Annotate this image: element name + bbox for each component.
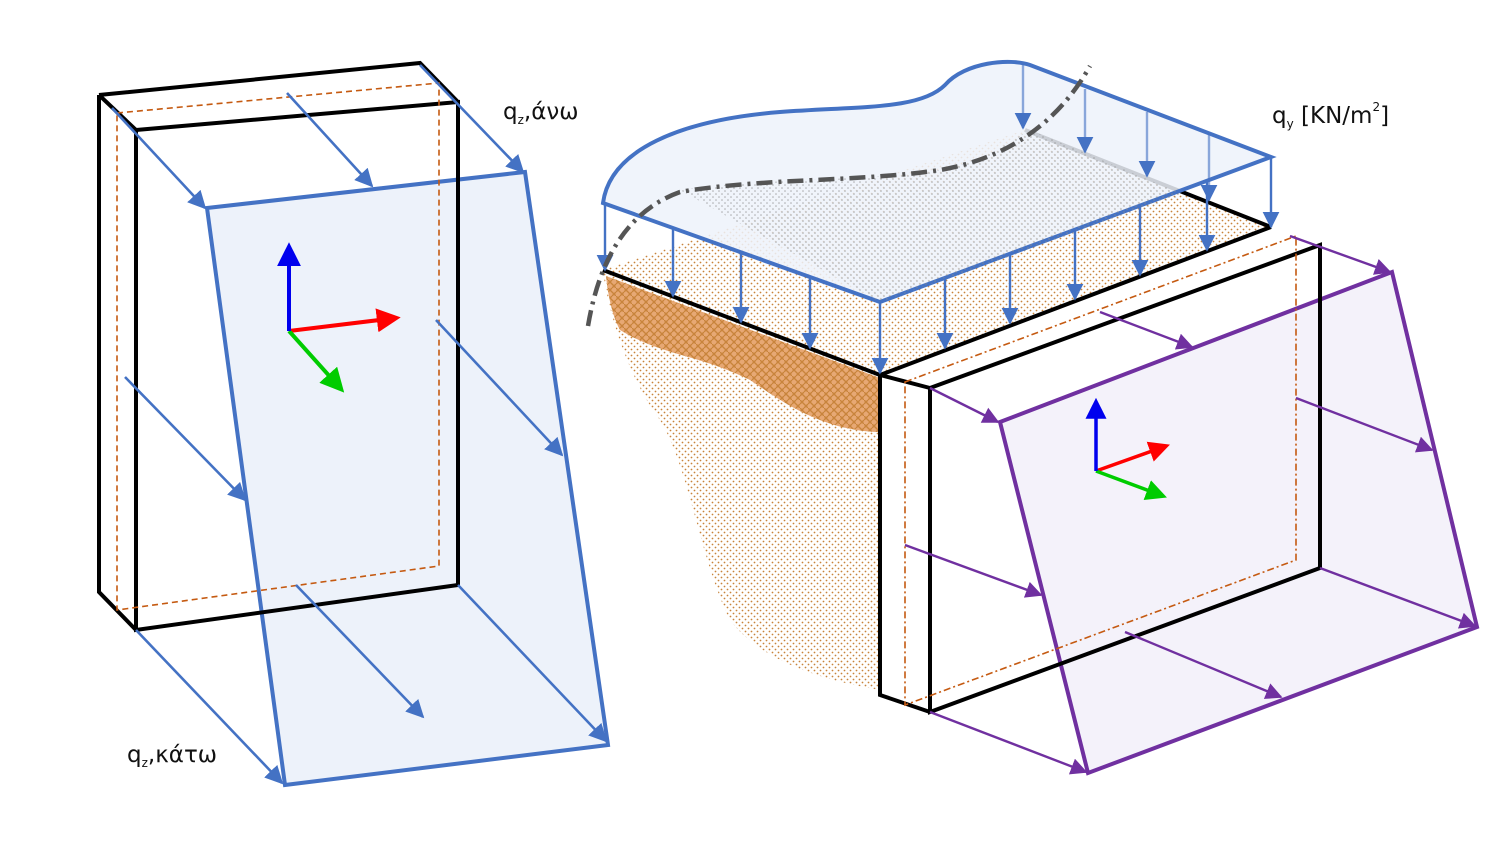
label-subscript: z	[141, 756, 148, 770]
left-load-trapezoid	[204, 169, 611, 788]
axis-y-arrow	[1095, 469, 1167, 500]
boundary-dash-dot-line	[585, 64, 1092, 327]
right-load-arrows	[904, 234, 1477, 775]
left-axes	[277, 242, 401, 393]
load-arrow	[1295, 396, 1434, 453]
label-subscript: z	[517, 113, 524, 127]
right-structure-group	[585, 59, 1480, 776]
label-superscript: 2	[1372, 100, 1381, 114]
right-wall-side-face	[880, 375, 930, 712]
label-text: [KN/m	[1293, 103, 1373, 129]
axis-y-arrow	[287, 329, 345, 393]
label-symbol: q	[503, 99, 518, 125]
soil-hatched-area	[606, 276, 880, 432]
label-symbol: q	[1272, 103, 1287, 129]
load-arrow	[1289, 234, 1392, 275]
label-qy: qy [KN/m2]	[1272, 101, 1389, 130]
load-arrow	[457, 584, 608, 743]
label-text: ,άνω	[523, 99, 579, 125]
axis-x-arrow	[1095, 441, 1170, 473]
left-load-arrows	[111, 64, 608, 785]
label-qz-bottom: qz,κάτω	[127, 742, 218, 770]
load-arrow	[929, 386, 1000, 424]
load-arrow	[295, 584, 425, 719]
label-qz-top: qz,άνω	[503, 99, 579, 127]
right-axes	[1085, 397, 1170, 500]
label-subscript: y	[1286, 117, 1294, 131]
label-tail: ]	[1380, 103, 1390, 129]
axis-x-arrow	[288, 308, 401, 333]
load-arrow	[435, 319, 564, 457]
right-load-trapezoid	[997, 269, 1480, 776]
right-wall-side-edges	[878, 375, 931, 714]
load-arrow	[929, 710, 1088, 775]
left-wall-top-edges	[98, 60, 460, 104]
load-arrow	[1099, 310, 1194, 350]
label-symbol: q	[127, 742, 142, 768]
load-arrow	[111, 107, 207, 210]
load-arrow	[124, 376, 247, 502]
left-wall-back-edge	[97, 95, 138, 632]
label-text: ,κάτω	[147, 742, 218, 768]
load-arrow	[1319, 566, 1477, 629]
load-arrow	[419, 64, 525, 174]
slab-load-dotted-overlay	[680, 130, 1185, 302]
load-arrow	[904, 543, 1043, 598]
load-arrow	[1124, 630, 1283, 699]
slab-load-arrows	[596, 65, 1280, 375]
load-arrow	[286, 92, 374, 188]
load-arrow	[135, 629, 284, 785]
left-wall-group	[97, 60, 611, 788]
left-wall-side-face	[99, 95, 136, 630]
left-wall-midplane-dashed	[116, 82, 440, 611]
right-wall-midplane-dashed	[904, 234, 1297, 707]
